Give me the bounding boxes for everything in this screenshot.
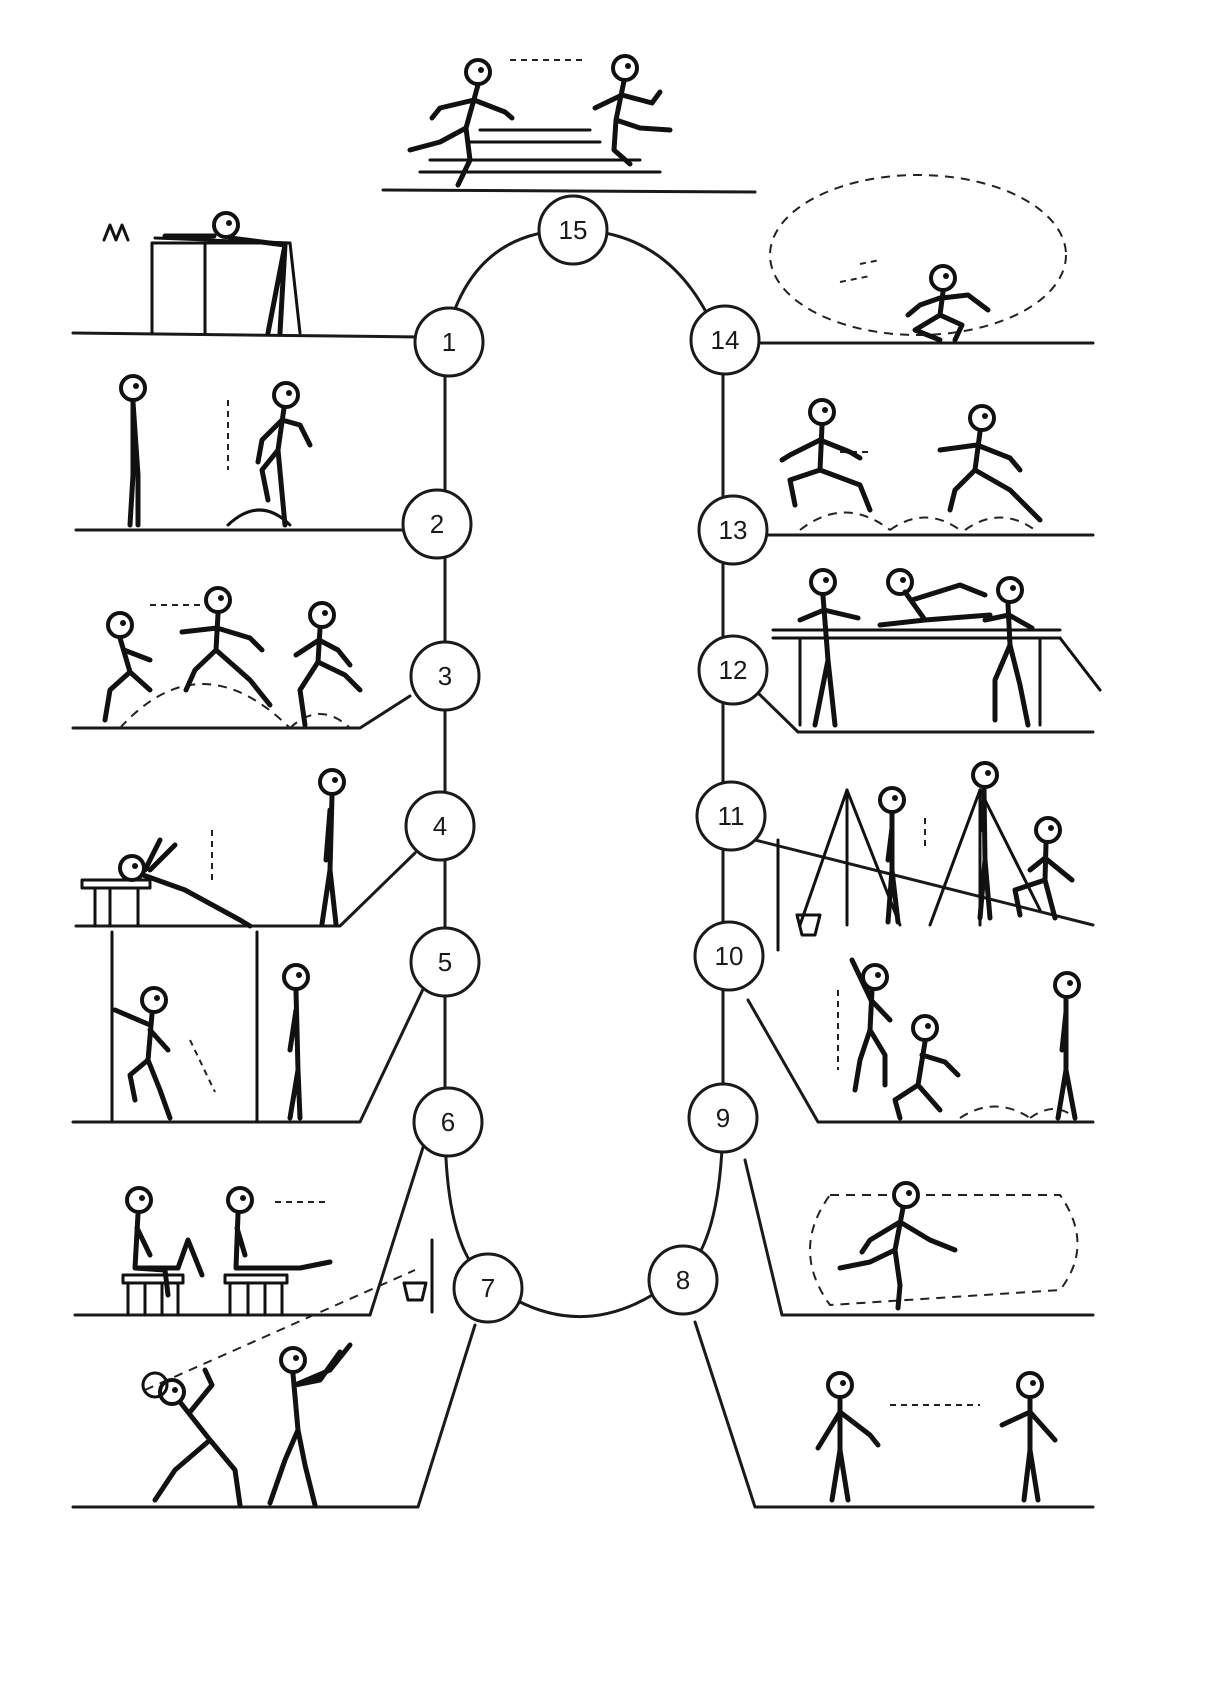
station-7-illustration bbox=[141, 1238, 434, 1508]
svg-text:1: 1 bbox=[442, 327, 456, 357]
station-6-illustration bbox=[121, 1186, 333, 1317]
svg-text:10: 10 bbox=[715, 941, 744, 971]
station-node-12: 12 bbox=[697, 634, 769, 706]
svg-text:12: 12 bbox=[719, 655, 748, 685]
station-13-illustration bbox=[779, 398, 1043, 531]
station-1-illustration bbox=[102, 211, 302, 336]
station-nodes: 15 1 2 3 4 5 6 7 8 9 10 11 12 13 14 bbox=[401, 194, 769, 1324]
station-node-4: 4 bbox=[404, 790, 476, 862]
station-node-7: 7 bbox=[452, 1252, 524, 1324]
station-node-14: 14 bbox=[689, 304, 761, 376]
station-node-13: 13 bbox=[697, 494, 769, 566]
svg-text:7: 7 bbox=[481, 1273, 495, 1303]
station-9-illustration bbox=[809, 1181, 1079, 1311]
station-12-illustration bbox=[771, 568, 1102, 728]
station-node-3: 3 bbox=[409, 640, 481, 712]
svg-text:15: 15 bbox=[559, 215, 588, 245]
svg-text:6: 6 bbox=[441, 1107, 455, 1137]
svg-text:5: 5 bbox=[438, 947, 452, 977]
svg-text:9: 9 bbox=[716, 1103, 730, 1133]
station-5-illustration bbox=[110, 930, 310, 1124]
station-14-illustration bbox=[769, 174, 1067, 343]
station-11-illustration bbox=[776, 761, 1075, 952]
station-node-9: 9 bbox=[687, 1082, 759, 1154]
circuit-loop-path bbox=[443, 228, 725, 1319]
station-2-illustration bbox=[119, 374, 313, 528]
svg-text:8: 8 bbox=[676, 1265, 690, 1295]
station-4-illustration bbox=[80, 768, 346, 929]
station-node-2: 2 bbox=[401, 488, 473, 560]
station-node-10: 10 bbox=[693, 920, 765, 992]
station-node-1: 1 bbox=[413, 306, 485, 378]
station-node-5: 5 bbox=[409, 926, 481, 998]
svg-text:4: 4 bbox=[433, 811, 447, 841]
svg-text:11: 11 bbox=[718, 801, 745, 831]
svg-text:14: 14 bbox=[711, 325, 740, 355]
station-node-8: 8 bbox=[647, 1244, 719, 1316]
station-8-illustration bbox=[815, 1371, 1058, 1503]
station-node-11: 11 bbox=[695, 780, 767, 852]
station-node-6: 6 bbox=[412, 1086, 484, 1158]
right-station-shelves bbox=[381, 188, 1095, 1509]
svg-text:2: 2 bbox=[430, 509, 444, 539]
station-15-illustration bbox=[407, 54, 673, 188]
station-node-15: 15 bbox=[537, 194, 609, 266]
station-3-illustration bbox=[102, 586, 363, 729]
station-10-illustration bbox=[795, 913, 1081, 1121]
left-station-shelves bbox=[71, 331, 477, 1509]
svg-text:3: 3 bbox=[438, 661, 452, 691]
svg-text:13: 13 bbox=[719, 515, 748, 545]
